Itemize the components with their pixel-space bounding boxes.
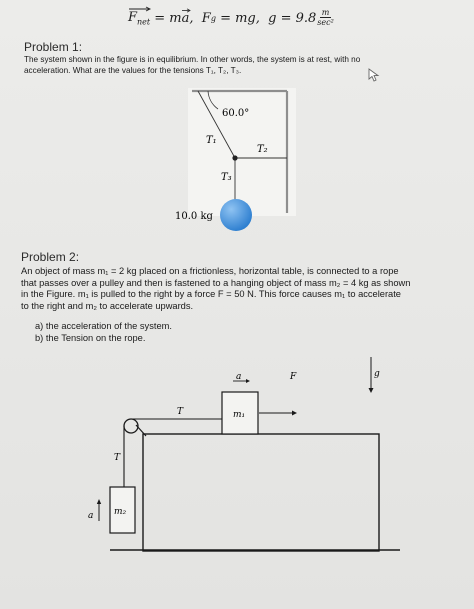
mouse-cursor-icon xyxy=(368,68,380,82)
force-label: F xyxy=(289,372,297,382)
rope-t1 xyxy=(197,90,236,159)
angle-arc xyxy=(207,90,219,110)
mass-label: 10.0 kg xyxy=(175,211,214,222)
problem2-line: An object of mass m₁ = 2 kg placed on a … xyxy=(21,266,399,276)
knot-point xyxy=(232,155,238,161)
problem2-text: An object of mass m₁ = 2 kg placed on a … xyxy=(21,266,467,312)
question-b: b) the Tension on the rope. xyxy=(35,332,146,343)
gravity-arrow-icon xyxy=(368,388,374,393)
gravity-label: g xyxy=(374,369,380,379)
problem2-questions: a) the acceleration of the system. b) th… xyxy=(21,321,172,344)
unit-numerator: m xyxy=(319,8,332,18)
accel-symbol: a xyxy=(181,10,190,26)
block-m2 xyxy=(109,486,136,534)
gravity-equation: = mg, g = 9.8 xyxy=(215,10,317,26)
t1-label: T₁ xyxy=(206,135,217,146)
problem1-line: acceleration. What are the values for th… xyxy=(24,66,242,75)
fg-symbol: , F xyxy=(189,10,211,26)
t3-label: T₃ xyxy=(221,172,232,183)
vector-arrow-icon xyxy=(129,6,152,12)
accel-label: a xyxy=(236,372,241,382)
force-arrow-icon xyxy=(292,410,297,416)
pulley-wheel xyxy=(123,418,139,434)
question-a: a) the acceleration of the system. xyxy=(35,321,172,331)
problem1-text: The system shown in the figure is in equ… xyxy=(24,54,464,76)
m2-label: m₂ xyxy=(114,507,127,517)
accel-arrow-icon xyxy=(246,379,250,383)
vector-arrow-icon xyxy=(181,7,191,13)
tension-top-label: T xyxy=(177,407,184,417)
fnet-symbol: F xyxy=(128,9,138,25)
tension-side-label: T xyxy=(114,453,121,463)
angle-label: 60.0° xyxy=(222,108,249,119)
equals-ma: = m xyxy=(150,10,182,26)
m2-accel-label: a xyxy=(88,511,93,521)
problem2-line: in the Figure. m₁ is pulled to the right… xyxy=(21,289,401,300)
m2-accel-arrow-icon xyxy=(96,499,102,504)
fg-subscript: g xyxy=(210,13,216,23)
unit-fraction: m sec² xyxy=(317,8,334,28)
t2-label: T₂ xyxy=(257,144,268,155)
table-body xyxy=(142,433,380,552)
m1-label: m₁ xyxy=(233,410,245,420)
fnet-subscript: net xyxy=(137,17,151,27)
problem1-line: The system shown in the figure is in equ… xyxy=(24,55,361,64)
block-m1 xyxy=(221,391,259,435)
problem1-heading: Problem 1: xyxy=(24,40,83,54)
problem2-line: to the right and m₂ to accelerate upward… xyxy=(21,300,194,311)
problem2-line: that passes over a pulley and then is fa… xyxy=(21,277,411,288)
ceiling-wall xyxy=(188,88,296,216)
unit-denominator: sec² xyxy=(317,18,334,27)
problem2-heading: Problem 2: xyxy=(21,250,80,264)
hanging-ball xyxy=(220,199,252,231)
